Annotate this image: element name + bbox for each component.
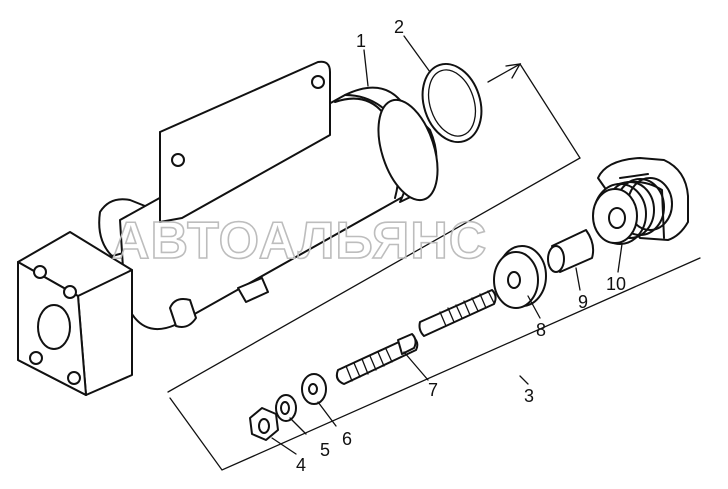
callout-5: 5 [320,440,330,460]
threaded-plug [592,157,689,245]
disc-piston [493,245,547,309]
assembly-arrow [167,63,581,393]
callout-8: 8 [536,320,546,340]
callout-labels: 1 2 3 4 5 6 7 8 9 10 [296,17,626,475]
o-ring [421,62,483,144]
square-flange [17,231,133,396]
threaded-rod [335,289,497,385]
callout-7: 7 [428,380,438,400]
hex-nut [249,407,279,441]
callout-2: 2 [394,17,404,37]
callout-1: 1 [356,31,366,51]
sleeve [547,229,595,273]
spring-washer [275,394,297,422]
mounting-plate [159,60,331,223]
cylinder-body [98,86,439,330]
callout-4: 4 [296,455,306,475]
callout-9: 9 [578,292,588,312]
washer [301,373,327,405]
callout-6: 6 [342,429,352,449]
callout-3: 3 [524,386,534,406]
group-bracket [169,257,701,471]
watermark: АВТОАЛЬЯНС [112,212,487,270]
callout-10: 10 [606,274,626,294]
leader-lines [271,35,623,455]
